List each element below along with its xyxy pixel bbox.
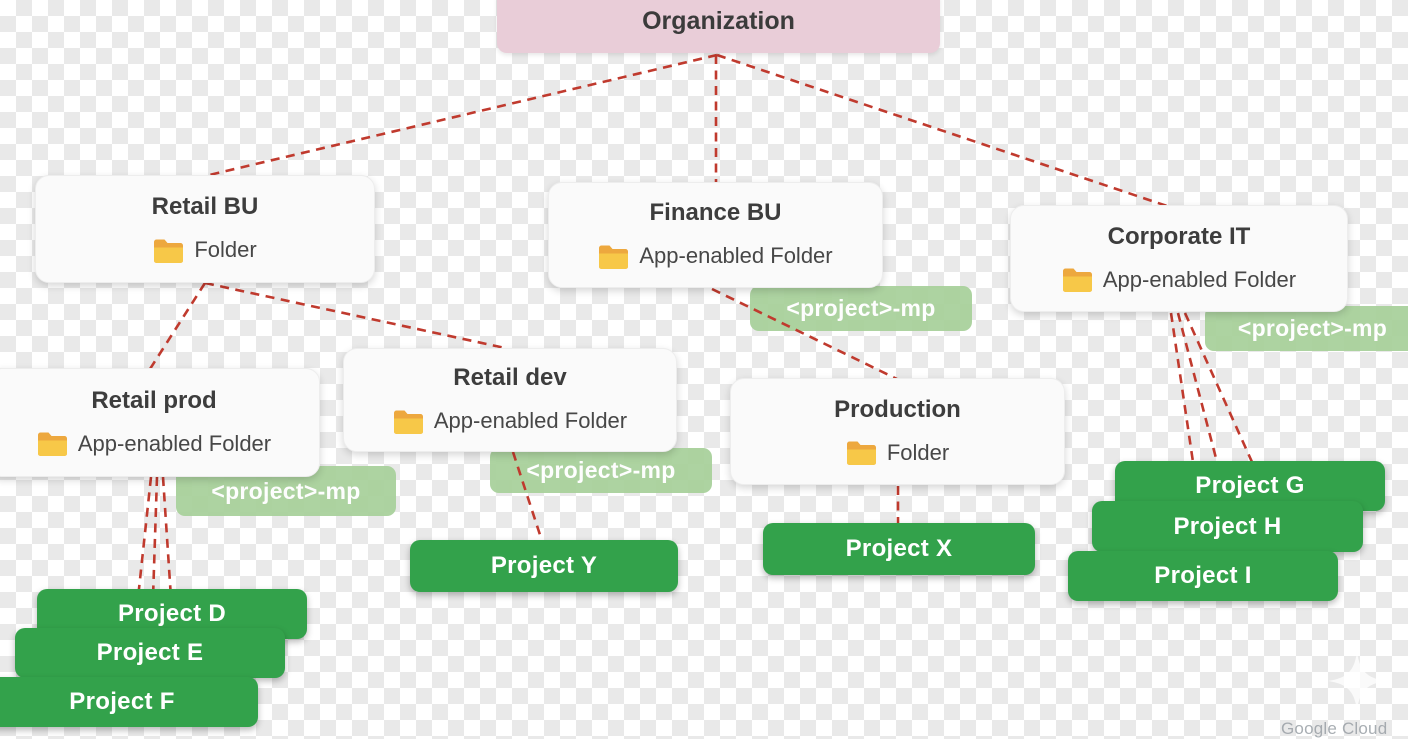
folder-title: Retail prod	[91, 386, 217, 414]
organization-label: Organization	[642, 7, 795, 35]
folder-title: Production	[834, 395, 961, 423]
project-node-y: Project Y	[410, 540, 678, 592]
folder-node-retail-bu: Retail BU Folder	[35, 175, 375, 283]
project-node-e: Project E	[15, 628, 285, 678]
folder-title: Corporate IT	[1107, 222, 1251, 250]
connector-line	[204, 281, 506, 350]
folder-icon	[153, 238, 184, 263]
folder-type-label: App-enabled Folder	[639, 243, 833, 268]
folder-type-label: App-enabled Folder	[77, 430, 272, 456]
sparkle-watermark-icon	[1328, 652, 1386, 710]
folder-title: Retail dev	[453, 364, 567, 391]
project-node-f: Project F	[0, 677, 258, 727]
folder-type-label: Folder	[194, 237, 257, 262]
folder-icon	[846, 440, 876, 465]
organization-node: Organization	[497, 0, 940, 53]
folder-type-label: Folder	[886, 439, 950, 465]
folder-icon	[37, 431, 67, 456]
project-node-i: Project I	[1068, 551, 1338, 601]
folder-node-production: Production Folder	[730, 378, 1065, 485]
folder-node-finance-bu: Finance BU App-enabled Folder	[548, 182, 883, 288]
project-node-x: Project X	[763, 523, 1035, 575]
project-tag-retail-dev: <project>-mp	[490, 448, 712, 493]
project-tag-corporate-it: <project>-mp	[1205, 306, 1408, 351]
folder-icon	[1062, 267, 1092, 292]
folder-type-label: App-enabled Folder	[1102, 266, 1297, 292]
connector-line	[151, 476, 159, 599]
connector-line	[204, 53, 718, 178]
folder-title: Finance BU	[649, 199, 782, 226]
folder-icon	[393, 409, 423, 434]
google-cloud-watermark: Google Cloud	[1281, 719, 1388, 738]
project-node-h: Project H	[1092, 501, 1363, 552]
folder-node-corporate-it: Corporate IT App-enabled Folder	[1010, 205, 1348, 312]
folder-icon	[598, 244, 629, 269]
folder-title: Retail BU	[151, 193, 259, 220]
folder-node-retail-dev: Retail dev App-enabled Folder	[343, 348, 677, 452]
connector-line	[148, 282, 207, 370]
connector-line	[136, 476, 153, 599]
connector-line	[161, 476, 173, 599]
folder-type-label: App-enabled Folder	[433, 408, 628, 433]
folder-node-retail-prod: Retail prod App-enabled Folder	[0, 368, 320, 477]
project-tag-retail-prod: <project>-mp	[176, 466, 396, 516]
connector-line	[1169, 312, 1195, 463]
project-tag-finance-bu: <project>-mp	[750, 286, 972, 331]
